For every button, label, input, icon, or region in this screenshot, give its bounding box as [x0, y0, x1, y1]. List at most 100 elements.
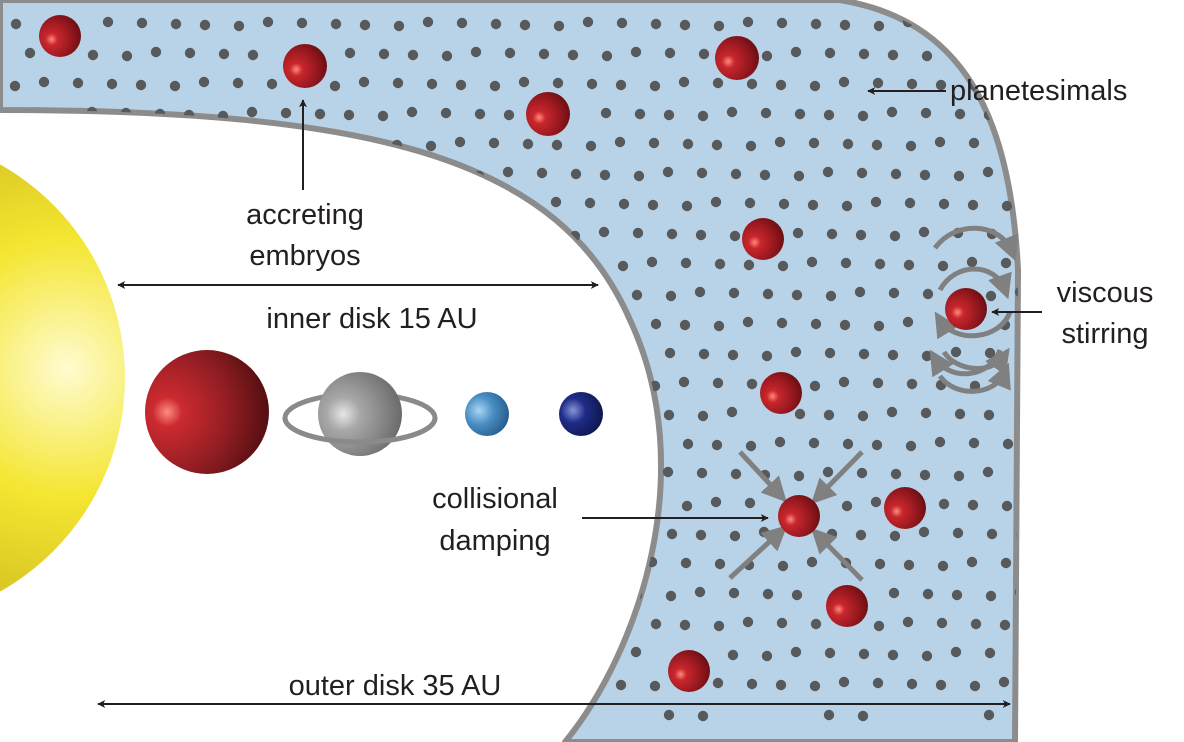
planetesimal-dot [742, 16, 754, 28]
planetesimal-dot [967, 499, 979, 511]
planetesimal-dot [488, 437, 500, 449]
planetesimal-dot [918, 226, 930, 238]
embryo-icon [526, 92, 570, 136]
planetesimal-dot [839, 319, 851, 331]
planetesimal-dot [87, 649, 99, 661]
planetesimal-dot [874, 258, 886, 270]
planetesimal-dot [167, 499, 179, 511]
planetesimal-dot [806, 556, 818, 568]
planetesimal-dot [650, 318, 662, 330]
planetesimal-dot [169, 80, 181, 92]
planetesimal-dot [713, 320, 725, 332]
planetesimal-dot [345, 590, 357, 602]
planetesimal-dot [969, 680, 981, 692]
planetesimal-dot [776, 617, 788, 629]
planetesimal-dot [503, 109, 515, 121]
planetesimal-dot [630, 46, 642, 58]
embryo-icon [826, 585, 868, 627]
planetesimal-dot [248, 587, 260, 599]
planetesimal-dot [519, 319, 531, 331]
planetesimal-dot [135, 79, 147, 91]
embryo-icon [945, 288, 987, 330]
planetesimal-dot [118, 226, 130, 238]
planetesimal-dot [633, 470, 645, 482]
planetesimal-dot [1035, 559, 1045, 569]
planetesimal-dot [762, 288, 774, 300]
planetesimal-dot [234, 258, 246, 270]
planetesimal-dot [153, 170, 165, 182]
planetesimal-dot [999, 619, 1011, 631]
planetesimal-dot [952, 527, 964, 539]
planetesimal-dot [121, 650, 133, 662]
planetesimal-dot [135, 679, 147, 691]
planetesimal-dot [792, 227, 804, 239]
planetesimal-dot [214, 586, 226, 598]
planetesimal-dot [281, 650, 293, 662]
planetesimal-dot [406, 106, 418, 118]
planetesimal-dot [599, 469, 611, 481]
planetesimal-dot [502, 466, 514, 478]
planetesimal-dot [422, 616, 434, 628]
planetesimal-dot [24, 647, 36, 659]
planetesimal-dot [25, 590, 37, 602]
planetesimal-dot [470, 46, 482, 58]
planetesimal-dot [537, 410, 549, 422]
planetesimal-dot [534, 586, 546, 598]
planetesimal-dot [553, 20, 565, 32]
planetesimal-dot [664, 347, 676, 359]
planetesimal-dot [890, 168, 902, 180]
planetesimal-dot [648, 137, 660, 149]
planetesimal-dot [182, 166, 194, 178]
planetesimal-dot [410, 168, 422, 180]
planetesimal-dot [679, 619, 691, 631]
planetesimal-dot [586, 678, 598, 690]
planetesimal-dot [616, 617, 628, 629]
planetesimal-dot [649, 80, 661, 92]
planetesimal-dot [698, 48, 710, 60]
planetesimal-dot [760, 107, 772, 119]
planetesimal-dot [201, 500, 213, 512]
planetesimal-dot [730, 168, 742, 180]
planetesimal-dot [185, 590, 197, 602]
planetesimal-dot [442, 288, 454, 300]
planetesimal-dot [809, 80, 821, 92]
planetesimal-dot [152, 527, 164, 539]
planetesimal-dot [202, 138, 214, 150]
planetesimal-dot [118, 526, 130, 538]
planetesimal-dot [775, 679, 787, 691]
planetesimal-dot [490, 318, 502, 330]
planetesimal-dot [247, 649, 259, 661]
planetesimal-dot [200, 557, 212, 569]
planetesimal-dot [935, 679, 947, 691]
planetesimal-dot [810, 18, 822, 30]
embryos-group [39, 15, 987, 692]
planetesimal-dot [615, 679, 627, 691]
planetesimal-dot [136, 317, 148, 329]
planetesimal-dot [234, 558, 246, 570]
planetesimal-dot [265, 140, 277, 152]
planetesimal-dot [106, 78, 118, 90]
planetesimal-dot [470, 346, 482, 358]
planetesimal-dot [90, 168, 102, 180]
planetesimal-dot [8, 137, 20, 149]
planetesimal-dot [650, 618, 662, 630]
planetesimal-dot [409, 530, 421, 542]
planetesimal-dot [614, 436, 626, 448]
planetesimal-dot [968, 137, 980, 149]
planetesimal-dot [279, 169, 291, 181]
planetesimal-dot [150, 46, 162, 58]
planetesimal-dot [727, 349, 739, 361]
planetesimal-dot [554, 558, 566, 570]
planetesimal-dot [441, 650, 453, 662]
planetesimal-dot [903, 559, 915, 571]
planetesimal-dot [872, 77, 884, 89]
planetesimal-dot [185, 290, 197, 302]
planetesimal-dot [233, 20, 245, 32]
planetesimal-dot [554, 258, 566, 270]
planetesimal-dot [454, 436, 466, 448]
planetesimal-dot [919, 169, 931, 181]
planetesimal-dot [247, 49, 259, 61]
planetesimal-dot [616, 17, 628, 29]
red-giant-planet-icon [145, 350, 269, 474]
planetesimal-dot [137, 560, 149, 572]
